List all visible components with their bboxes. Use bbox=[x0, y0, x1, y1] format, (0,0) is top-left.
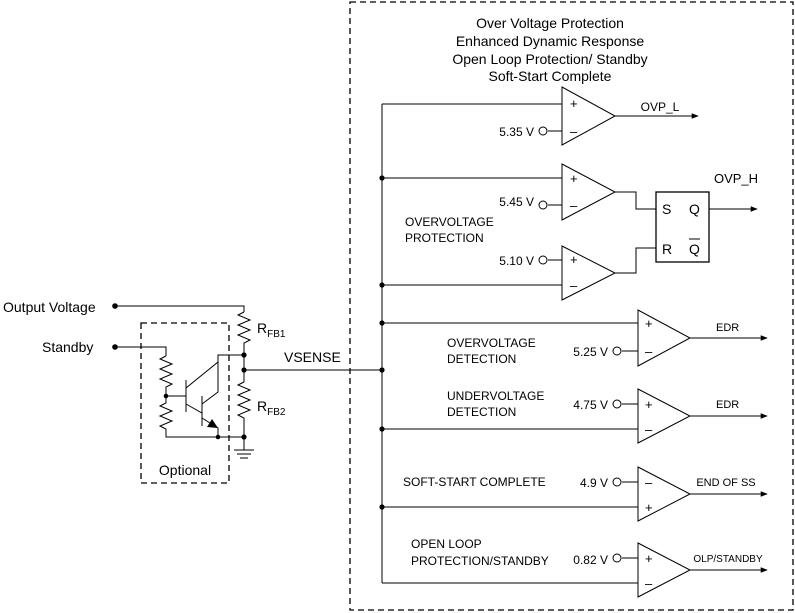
output-edr-over: EDR bbox=[716, 322, 739, 334]
overvoltage-detection-label-1: OVERVOLTAGE bbox=[447, 336, 536, 350]
title-line-1: Over Voltage Protection bbox=[476, 15, 624, 31]
resistor-rfb2 bbox=[236, 381, 252, 437]
comparator-ovp-l: + – 5.35 V OVP_L bbox=[382, 86, 699, 146]
optional-standby-circuit: Optional Standby bbox=[42, 322, 244, 484]
overvoltage-detection-label-2: DETECTION bbox=[447, 352, 516, 366]
optional-label: Optional bbox=[159, 462, 211, 478]
undervoltage-detection-label-2: DETECTION bbox=[447, 405, 516, 419]
bus-junctions bbox=[379, 175, 385, 510]
ref-terminal-5-45 bbox=[538, 200, 548, 210]
svg-text:–: – bbox=[645, 344, 653, 359]
svg-text:–: – bbox=[645, 475, 653, 490]
svg-text:–: – bbox=[645, 422, 653, 437]
svg-text:–: – bbox=[570, 124, 578, 139]
rfb1-label: RFB1 bbox=[257, 320, 286, 340]
overvoltage-protection-label-2: PROTECTION bbox=[405, 231, 484, 245]
ref-voltage-5-25: 5.25 V bbox=[573, 345, 608, 359]
ref-terminal-4-75 bbox=[612, 399, 622, 409]
latch-q: Q bbox=[689, 201, 700, 217]
protection-block-boundary bbox=[349, 1, 794, 611]
svg-text:–: – bbox=[645, 576, 653, 591]
title-line-4: Soft-Start Complete bbox=[489, 68, 612, 84]
q2-collector bbox=[201, 362, 219, 405]
svg-text:+: + bbox=[570, 171, 578, 186]
latch-s: S bbox=[662, 201, 671, 217]
undervoltage-detection-label-1: UNDERVOLTAGE bbox=[447, 389, 544, 403]
latch-qbar: Q bbox=[689, 241, 700, 257]
standby-resistor-top bbox=[158, 355, 174, 396]
comparator-soft-start: – + 4.9 V END OF SS bbox=[382, 466, 768, 522]
resistor-rfb1 bbox=[236, 311, 252, 355]
ref-voltage-5-35: 5.35 V bbox=[499, 125, 534, 139]
open-loop-label-1: OPEN LOOP bbox=[411, 537, 482, 551]
svg-text:+: + bbox=[645, 316, 653, 331]
svg-text:+: + bbox=[645, 397, 653, 412]
block-title: Over Voltage Protection Enhanced Dynamic… bbox=[452, 15, 647, 84]
q2-emitter-arrow bbox=[207, 419, 218, 428]
ref-voltage-4-75: 4.75 V bbox=[573, 398, 608, 412]
ref-terminal-4-9 bbox=[612, 477, 622, 487]
latch-r: R bbox=[662, 241, 672, 257]
ref-voltage-5-10: 5.10 V bbox=[499, 254, 534, 268]
output-ovp-l: OVP_L bbox=[641, 100, 680, 114]
ref-voltage-0-82: 0.82 V bbox=[573, 553, 608, 567]
comparator-olp: + – 0.82 V OLP/STANDBY bbox=[382, 542, 768, 598]
output-edr-under: EDR bbox=[716, 399, 739, 411]
ref-voltage-4-9: 4.9 V bbox=[580, 476, 608, 490]
overvoltage-protection-label-1: OVERVOLTAGE bbox=[405, 215, 494, 229]
vsense-label: VSENSE bbox=[284, 349, 341, 365]
svg-text:+: + bbox=[570, 252, 578, 267]
output-end-of-ss: END OF SS bbox=[696, 477, 755, 489]
ref-voltage-5-45: 5.45 V bbox=[499, 195, 534, 209]
ref-terminal-5-25 bbox=[612, 346, 622, 356]
ground-symbol bbox=[234, 449, 254, 459]
output-olp-standby: OLP/STANDBY bbox=[693, 554, 763, 565]
comparator-edr-under: + – 4.75 V EDR bbox=[382, 388, 768, 444]
open-loop-label-2: PROTECTION/STANDBY bbox=[411, 554, 549, 568]
rfb2-label: RFB2 bbox=[257, 398, 286, 418]
ref-terminal-5-10 bbox=[538, 255, 548, 265]
q1-collector bbox=[185, 354, 244, 389]
title-line-2: Enhanced Dynamic Response bbox=[456, 33, 645, 49]
svg-text:+: + bbox=[570, 96, 578, 111]
ref-terminal-ovp-l bbox=[538, 126, 548, 136]
comparator-edr-over: + – 5.25 V EDR bbox=[382, 309, 768, 367]
title-line-3: Open Loop Protection/ Standby bbox=[452, 51, 647, 67]
soft-start-complete-label: SOFT-START COMPLETE bbox=[403, 475, 546, 489]
sr-latch: S R Q Q OVP_H bbox=[655, 171, 758, 263]
feedback-divider: Output Voltage RFB1 RFB2 VSENSE bbox=[3, 299, 382, 459]
svg-text:+: + bbox=[645, 551, 653, 566]
standby-label: Standby bbox=[42, 339, 93, 355]
optional-box bbox=[140, 322, 230, 484]
comparator-ovp-h-reset: + – 5.10 V bbox=[382, 245, 656, 301]
svg-text:+: + bbox=[645, 500, 653, 515]
output-ovp-h: OVP_H bbox=[714, 171, 758, 186]
ref-terminal-0-82 bbox=[612, 553, 622, 563]
standby-resistor-bottom bbox=[158, 396, 244, 438]
svg-text:–: – bbox=[570, 278, 578, 293]
output-voltage-label: Output Voltage bbox=[3, 299, 96, 315]
comparator-ovp-h-set: + – 5.45 V bbox=[382, 163, 656, 221]
svg-text:–: – bbox=[570, 198, 578, 213]
